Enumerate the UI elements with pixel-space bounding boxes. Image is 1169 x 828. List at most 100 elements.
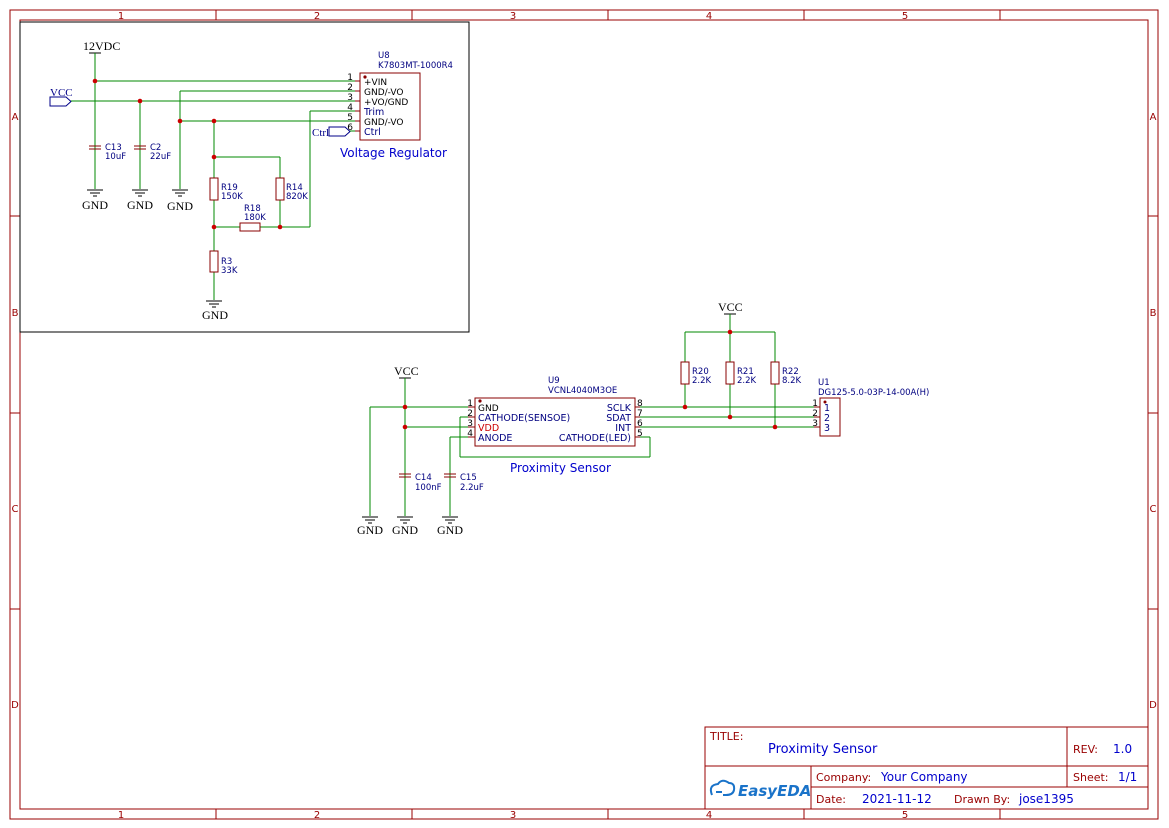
sensor-pin-1-num: 1: [467, 399, 473, 409]
regulator-body: [359, 72, 421, 141]
c13-ref: C13: [105, 143, 122, 153]
sensor-pin-7-num: 7: [637, 409, 643, 419]
connector-pin-1-name: 1: [824, 403, 830, 414]
regulator-pin-6-num: 6: [347, 123, 353, 133]
sensor-section: VCC U9 VCNL4040M3OE 1 2 3 4 GND CATHODE(…: [357, 300, 929, 537]
sensor-pin-8-name: SCLK: [607, 403, 632, 414]
r18-body: [239, 222, 261, 232]
sensor-pin-6-name: INT: [615, 423, 631, 434]
row-label-c: C: [12, 504, 19, 515]
connector-part: DG125-5.0-03P-14-00A(H): [818, 388, 929, 398]
r19-body: [209, 177, 219, 201]
drawn-by-value: jose1395: [1018, 792, 1074, 806]
row-label-b-right: B: [1150, 308, 1157, 319]
r14-ref: R14: [286, 183, 303, 193]
title-block: TITLE: Proximity Sensor REV: 1.0 EasyEDA…: [704, 726, 1149, 810]
r14-value: 820K: [286, 192, 308, 202]
c14-value: 100nF: [415, 483, 442, 493]
row-label-a: A: [12, 112, 19, 123]
regulator-pin-5-num: 5: [347, 113, 353, 123]
regulator-section: 12VDC VCC U8 K7803MT-1000R4 1 2 3 4 5 6 …: [19, 21, 470, 333]
connector-pin-2-name: 2: [824, 413, 830, 424]
sensor-pin-6-num: 6: [637, 419, 643, 429]
col-label-3: 3: [510, 11, 516, 22]
sensor-pin-2-name: CATHODE(SENSOE): [478, 413, 570, 424]
col-label-2-bottom: 2: [314, 810, 320, 821]
regulator-title: Voltage Regulator: [340, 146, 447, 160]
c2-value: 22uF: [150, 152, 171, 162]
net-label-vcc-pullups: VCC: [718, 300, 743, 314]
drawn-by-label: Drawn By:: [954, 793, 1010, 806]
sensor-pin-3-name: VDD: [478, 423, 499, 434]
regulator-pin-2-num: 2: [347, 83, 353, 93]
r22-value: 8.2K: [782, 376, 802, 386]
gnd-label-u9: GND: [357, 523, 383, 537]
connector-ref: U1: [818, 378, 830, 388]
r19-value: 150K: [221, 192, 243, 202]
sensor-pin-4-num: 4: [467, 429, 473, 439]
gnd-label-c13: GND: [82, 198, 108, 212]
col-label-5: 5: [902, 11, 908, 22]
gnd-symbol-c13: [87, 189, 103, 197]
drawing-frame: 1 2 3 4 5 1 2 3 4 5 A B C D A B C D: [9, 9, 1159, 821]
gnd-symbol-c15: [442, 516, 458, 524]
r20-ref: R20: [692, 367, 709, 377]
company-label: Company:: [816, 771, 871, 784]
sheet-value: 1/1: [1118, 770, 1137, 784]
gnd-symbol-c14: [397, 516, 413, 524]
regulator-pin-5-name: GND/-VO: [364, 118, 403, 128]
rev-label: REV:: [1073, 743, 1098, 756]
r3-value: 33K: [221, 266, 238, 276]
col-label-5-bottom: 5: [902, 810, 908, 821]
r3-body: [209, 250, 219, 273]
col-label-4-bottom: 4: [706, 810, 712, 821]
col-label-1: 1: [118, 11, 124, 22]
sensor-pin-5-name: CATHODE(LED): [559, 433, 631, 444]
regulator-part: K7803MT-1000R4: [378, 61, 453, 71]
r21-value: 2.2K: [737, 376, 757, 386]
gnd-symbol-c2: [132, 189, 148, 197]
net-label-vcc-port: VCC: [50, 87, 73, 99]
connector-pin-3-name: 3: [824, 423, 830, 434]
logo-text: EasyEDA: [738, 782, 811, 800]
connector-pin-2-num: 2: [812, 409, 818, 419]
r22-ref: R22: [782, 367, 799, 377]
r19-ref: R19: [221, 183, 238, 193]
easyeda-logo-icon: EasyEDA: [709, 779, 811, 800]
sensor-pin-8-num: 8: [637, 399, 643, 409]
regulator-pin-4-name: Trim: [363, 107, 384, 118]
gnd-symbol-r3: [206, 300, 222, 308]
c2-ref: C2: [150, 143, 161, 153]
r14-body: [275, 177, 285, 201]
c15-value: 2.2uF: [460, 483, 484, 493]
sensor-pin-3-num: 3: [467, 419, 473, 429]
title-label: TITLE:: [709, 730, 743, 743]
gnd-label-c15: GND: [437, 523, 463, 537]
title-value: Proximity Sensor: [768, 742, 878, 757]
r22-body: [770, 361, 780, 385]
regulator-pin-2-name: GND/-VO: [364, 88, 403, 98]
net-label-vcc-sensor: VCC: [394, 364, 419, 378]
regulator-pin-3-num: 3: [347, 93, 353, 103]
row-label-b: B: [12, 308, 19, 319]
sensor-pin-7-name: SDAT: [606, 413, 631, 424]
connector-pin-1-num: 1: [812, 399, 818, 409]
c15-ref: C15: [460, 473, 477, 483]
connector-pin-3-num: 3: [812, 419, 818, 429]
gnd-label-c14: GND: [392, 523, 418, 537]
company-value: Your Company: [880, 770, 968, 784]
r21-ref: R21: [737, 367, 754, 377]
sensor-ref: U9: [548, 376, 560, 386]
row-label-d-right: D: [1149, 700, 1157, 711]
gnd-label-reg: GND: [167, 199, 193, 213]
col-label-4: 4: [706, 11, 712, 22]
regulator-pin-1-name: +VIN: [364, 78, 387, 88]
regulator-pin-4-num: 4: [347, 103, 353, 113]
row-label-c-right: C: [1150, 504, 1157, 515]
regulator-ref: U8: [378, 51, 390, 61]
sensor-pin-1-name: GND: [478, 404, 499, 414]
date-value: 2021-11-12: [862, 792, 932, 806]
ctrl-port-icon: [328, 126, 351, 137]
sensor-pin-4-name: ANODE: [478, 433, 512, 444]
